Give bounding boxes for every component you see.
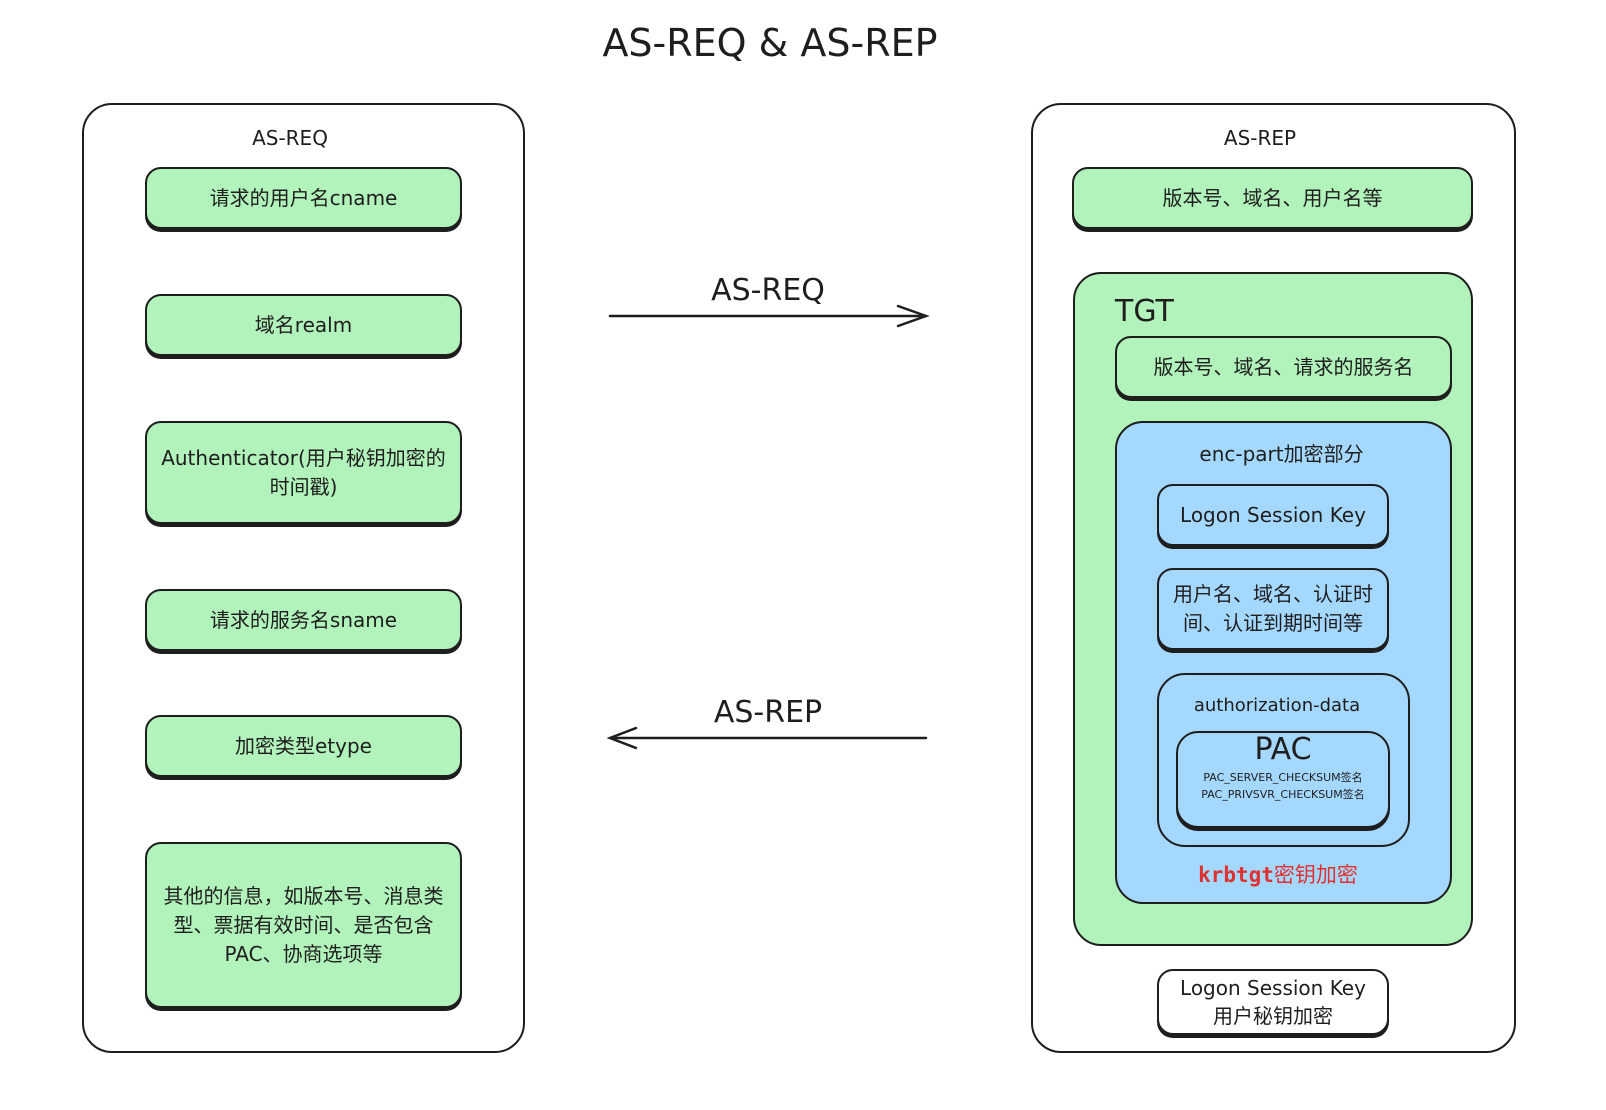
req-item-realm: 域名realm [145, 294, 462, 356]
pac-privsvr-checksum: PAC_PRIVSVR_CHECKSUM签名 [1201, 788, 1365, 801]
as-rep-panel-label: AS-REP [1223, 126, 1297, 150]
rep-footer-line2: 用户秘钥加密 [1213, 1004, 1333, 1028]
req-item-etype: 加密类型etype [145, 715, 462, 777]
tgt-header-item: 版本号、域名、请求的服务名 [1115, 336, 1452, 398]
pac-label: PAC [1254, 732, 1312, 767]
reply-arrow [606, 726, 928, 750]
tgt-label: TGT [1115, 294, 1174, 329]
request-arrow [608, 304, 930, 328]
req-item-sname: 请求的服务名sname [145, 589, 462, 651]
pac-server-checksum: PAC_SERVER_CHECKSUM签名 [1203, 771, 1363, 784]
krbtgt-encryption-note: krbtgt密钥加密 [1115, 860, 1441, 890]
rep-header-item: 版本号、域名、用户名等 [1072, 167, 1473, 229]
request-arrow-label: AS-REQ [711, 273, 825, 308]
rep-footer-session-key: Logon Session Key 用户秘钥加密 [1157, 969, 1389, 1035]
enc-part-info: 用户名、域名、认证时间、认证到期时间等 [1157, 568, 1389, 650]
req-item-cname: 请求的用户名cname [145, 167, 462, 229]
krbtgt-key-name: krbtgt [1198, 863, 1274, 887]
enc-part-label: enc-part加密部分 [1199, 442, 1364, 466]
enc-part-session-key: Logon Session Key [1157, 484, 1389, 546]
diagram-title: AS-REQ & AS-REP [602, 21, 938, 65]
krbtgt-key-suffix: 密钥加密 [1273, 863, 1358, 887]
req-item-authenticator: Authenticator(用户秘钥加密的时间戳) [145, 421, 462, 524]
as-req-panel-label: AS-REQ [252, 126, 328, 150]
authorization-data-label: authorization-data [1193, 695, 1361, 716]
pac-container [1176, 731, 1390, 828]
rep-footer-line1: Logon Session Key [1180, 976, 1366, 1000]
req-item-other-info: 其他的信息，如版本号、消息类型、票据有效时间、是否包含PAC、协商选项等 [145, 842, 462, 1008]
reply-arrow-label: AS-REP [713, 695, 823, 730]
